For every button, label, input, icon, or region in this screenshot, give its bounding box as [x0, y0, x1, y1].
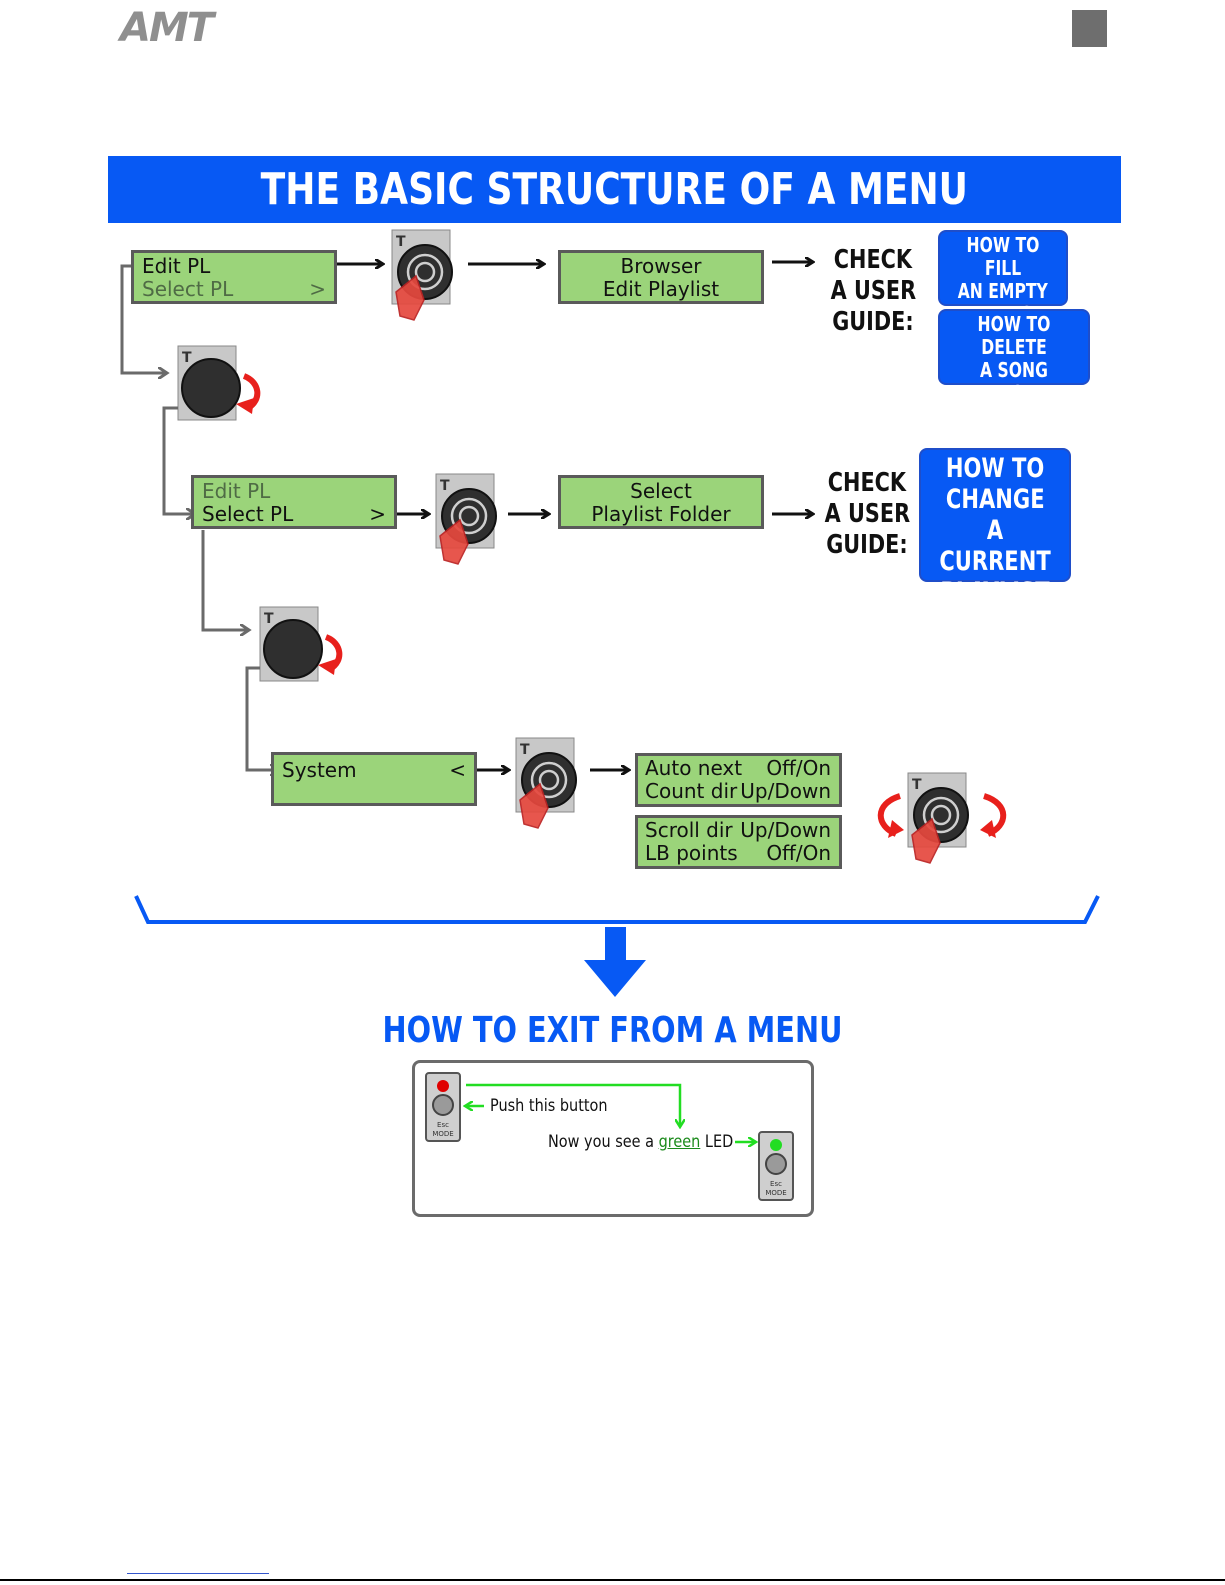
lcd-browser: Browser Edit Playlist: [558, 250, 764, 304]
check-line: A USER: [824, 499, 910, 529]
lcd-line-text: Select PL: [142, 277, 234, 301]
lcd-line: Auto next Off/On: [645, 757, 839, 780]
guide-line: A SONG FROM: [980, 358, 1048, 405]
rotate-knob-icon: [178, 346, 257, 420]
lcd-line: Edit Playlist: [602, 277, 720, 301]
lcd-line-text: Count dir: [645, 779, 738, 803]
page-title: THE BASIC STRUCTURE OF A MENU: [108, 156, 1121, 223]
rotate-knob-icon: [260, 607, 339, 681]
lcd-line-text: System: [282, 758, 357, 782]
connector-2: [162, 406, 194, 514]
footer-link-underline[interactable]: [127, 1573, 269, 1574]
check-line: GUIDE:: [826, 530, 908, 560]
lcd-line: System <: [282, 759, 474, 782]
check-line: A USER: [830, 276, 916, 306]
lcd-line-text: LB points: [645, 841, 738, 865]
connector-3: [201, 530, 248, 630]
lcd-line: Playlist Folder: [591, 502, 731, 526]
check-line: CHECK: [827, 468, 907, 498]
down-arrow-icon: [584, 927, 646, 997]
footer-divider: [0, 1579, 1225, 1581]
exit-section-title: HOW TO EXIT FROM A MENU: [382, 1010, 843, 1051]
lcd-line: Edit PL: [142, 254, 211, 278]
guide-line: HOW TO: [945, 453, 1045, 484]
guide-link-delete-song[interactable]: HOW TO DELETE A SONG FROM THE PLAYLIST: [938, 309, 1090, 451]
guide-link-fill-playlist[interactable]: HOW TO FILL AN EMPTY PLAYLIST: [938, 230, 1068, 326]
lcd-line-right: Off/On: [766, 756, 831, 780]
lcd-line-right: >: [369, 502, 386, 526]
connector-4: [245, 666, 278, 770]
push-knob-icon: [390, 228, 454, 322]
lcd-line-right: <: [449, 758, 466, 782]
lcd-line: LB points Off/On: [645, 842, 839, 865]
lcd-line: Edit PL: [202, 479, 271, 503]
exit-instructions-box: [412, 1060, 814, 1217]
guide-line: HOW TO DELETE: [977, 312, 1051, 359]
guide-line: A CURRENT: [939, 515, 1051, 577]
lcd-system: System <: [271, 752, 477, 806]
now-text-prefix: Now you see a: [548, 1132, 654, 1152]
lcd-line: Scroll dir Up/Down: [645, 819, 839, 842]
push-text: Push this button: [490, 1096, 608, 1116]
amt-logo: AMT: [120, 5, 214, 51]
connector-1: [120, 264, 166, 373]
guide-line: CHANGE: [945, 484, 1045, 515]
push-button-instruction: Push this button: [490, 1096, 628, 1116]
guide-link-change-playlist[interactable]: HOW TO CHANGE A CURRENT PLAYLIST: [919, 448, 1071, 608]
lcd-select-pl: Edit PL Select PL >: [191, 475, 397, 529]
page-marker: [1072, 10, 1107, 47]
lcd-line: Select: [630, 479, 692, 503]
green-led-icon: [770, 1139, 782, 1151]
push-knob-icon: [514, 736, 578, 830]
lcd-line-text: Scroll dir: [645, 818, 733, 842]
check-user-guide-label: CHECK A USER GUIDE:: [812, 468, 922, 561]
lcd-system-options-2: Scroll dir Up/Down LB points Off/On: [635, 815, 842, 869]
guide-line: THE PLAYLIST: [973, 404, 1055, 451]
lcd-line: Count dir Up/Down: [645, 780, 839, 803]
check-user-guide-label: CHECK A USER GUIDE:: [818, 245, 928, 338]
now-text-green: green: [658, 1132, 701, 1152]
lcd-line-text: Auto next: [645, 756, 743, 780]
lcd-line-text: Select PL: [202, 502, 294, 526]
green-led-instruction: Now you see a green LED: [548, 1132, 766, 1152]
lcd-line-right: Off/On: [766, 841, 831, 865]
now-text-suffix: LED: [704, 1132, 734, 1152]
bracket-line: [134, 895, 1100, 924]
lcd-line: Select PL >: [142, 278, 334, 301]
lcd-line-right: Up/Down: [740, 818, 831, 842]
lcd-line-right: Up/Down: [740, 779, 831, 803]
lcd-system-options-1: Auto next Off/On Count dir Up/Down: [635, 753, 842, 807]
check-line: CHECK: [833, 245, 913, 275]
lcd-line-right: >: [309, 277, 326, 301]
rotate-push-knob-icon: [877, 771, 1007, 865]
guide-line: HOW TO FILL: [966, 233, 1040, 280]
lcd-select-playlist-folder: Select Playlist Folder: [558, 475, 764, 529]
guide-line: AN EMPTY: [957, 279, 1049, 303]
lcd-line: Select PL >: [202, 503, 394, 526]
green-arrow-down: [466, 1083, 680, 1126]
push-knob-icon: [434, 472, 498, 566]
check-line: GUIDE:: [832, 307, 914, 337]
lcd-edit-pl: Edit PL Select PL >: [131, 250, 337, 304]
lcd-line: Browser: [620, 254, 702, 278]
red-led-icon: [437, 1080, 449, 1092]
guide-line: PLAYLIST: [940, 577, 1050, 608]
